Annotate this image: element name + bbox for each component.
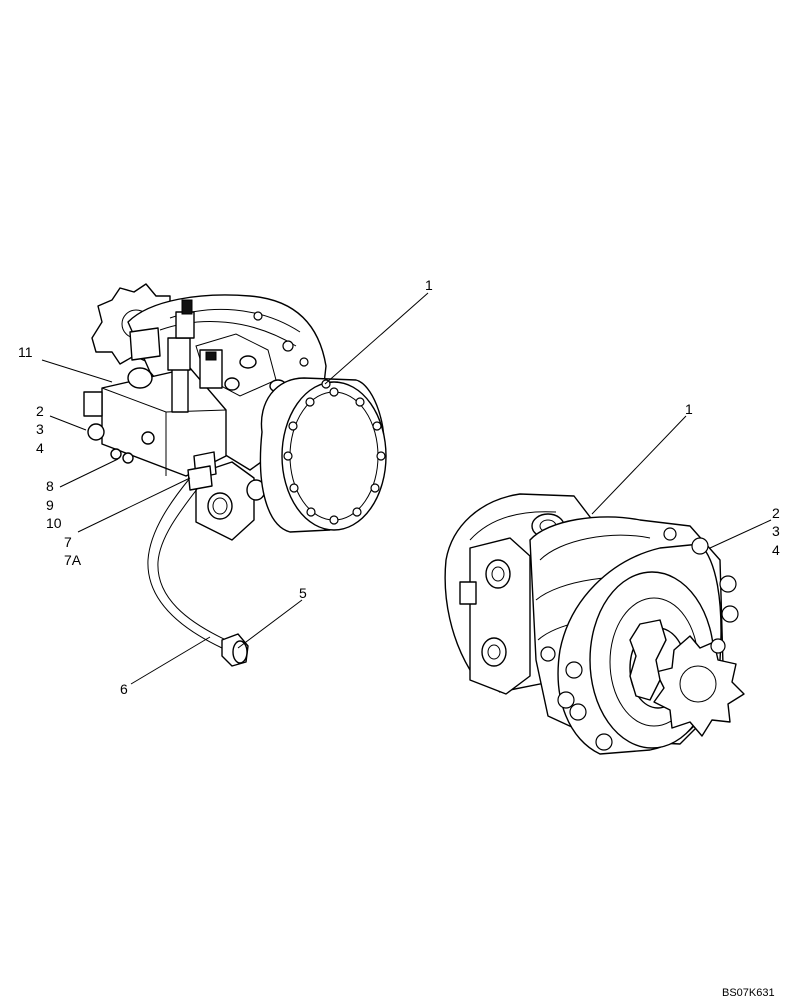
- right-flange-bolts: [540, 527, 739, 751]
- right-motor-assembly: [444, 493, 745, 755]
- callout-4-right: 4: [772, 542, 780, 558]
- right-sprocket: [629, 619, 745, 737]
- hydraulic-hose: [147, 465, 227, 649]
- callout-3-left: 3: [36, 421, 44, 437]
- callout-5: 5: [299, 585, 307, 601]
- callout-2-right: 2: [772, 505, 780, 521]
- leader-lines: [41, 292, 772, 685]
- callout-1-right: 1: [685, 401, 693, 417]
- callout-2-left: 2: [36, 403, 44, 419]
- callouts-right: 1 2 3 4: [685, 401, 780, 558]
- drawing-code: BS07K631: [722, 987, 775, 999]
- callouts-left: 1 11 2 3 4 8 9 10 7 7A 5 6: [18, 277, 433, 697]
- callout-10: 10: [46, 515, 62, 531]
- left-motor-cover: [259, 377, 387, 533]
- sensor-connectors: [167, 299, 223, 413]
- callout-9: 9: [46, 497, 54, 513]
- hose-end-fitting: [221, 633, 249, 667]
- right-port-block: [459, 537, 531, 695]
- callout-4-left: 4: [36, 440, 44, 456]
- valve-block: [83, 327, 227, 479]
- callout-7: 7: [64, 534, 72, 550]
- callout-8: 8: [46, 478, 54, 494]
- callout-6: 6: [120, 681, 128, 697]
- callout-1-left: 1: [425, 277, 433, 293]
- left-motor-assembly: [83, 283, 387, 667]
- callout-11: 11: [18, 344, 33, 360]
- callout-7a: 7A: [64, 552, 82, 568]
- callout-3-right: 3: [772, 523, 780, 539]
